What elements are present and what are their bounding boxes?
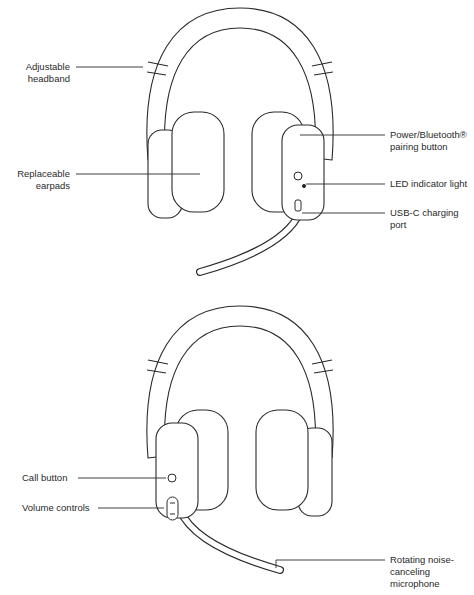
part-label: Power/Bluetooth® pairing button — [390, 129, 470, 153]
power-button — [294, 172, 302, 180]
headset-front — [147, 8, 333, 272]
leader-line — [302, 213, 385, 214]
leader-line — [276, 560, 385, 568]
led-light — [302, 184, 305, 187]
leader-line — [300, 135, 385, 136]
leader-line — [76, 174, 200, 175]
part-label: Call button — [22, 472, 76, 484]
usb-port — [295, 200, 301, 211]
part-label: Rotating noise-canceling microphone — [390, 554, 470, 590]
leader-line — [78, 478, 166, 479]
volume-mark — [170, 503, 175, 504]
part-label: LED indicator light — [390, 178, 470, 190]
part-label: Replaceable earpads — [6, 168, 70, 192]
part-label: Adjustable headband — [6, 61, 70, 85]
leader-line — [98, 508, 164, 509]
part-label: USB-C charging port — [390, 207, 470, 231]
call-button — [168, 474, 176, 482]
part-label: Volume controls — [22, 502, 96, 514]
volume-mark — [170, 514, 175, 515]
leader-line — [76, 67, 143, 68]
volume-rocker — [167, 497, 178, 520]
headset-back — [147, 306, 333, 570]
leader-line — [306, 184, 385, 185]
